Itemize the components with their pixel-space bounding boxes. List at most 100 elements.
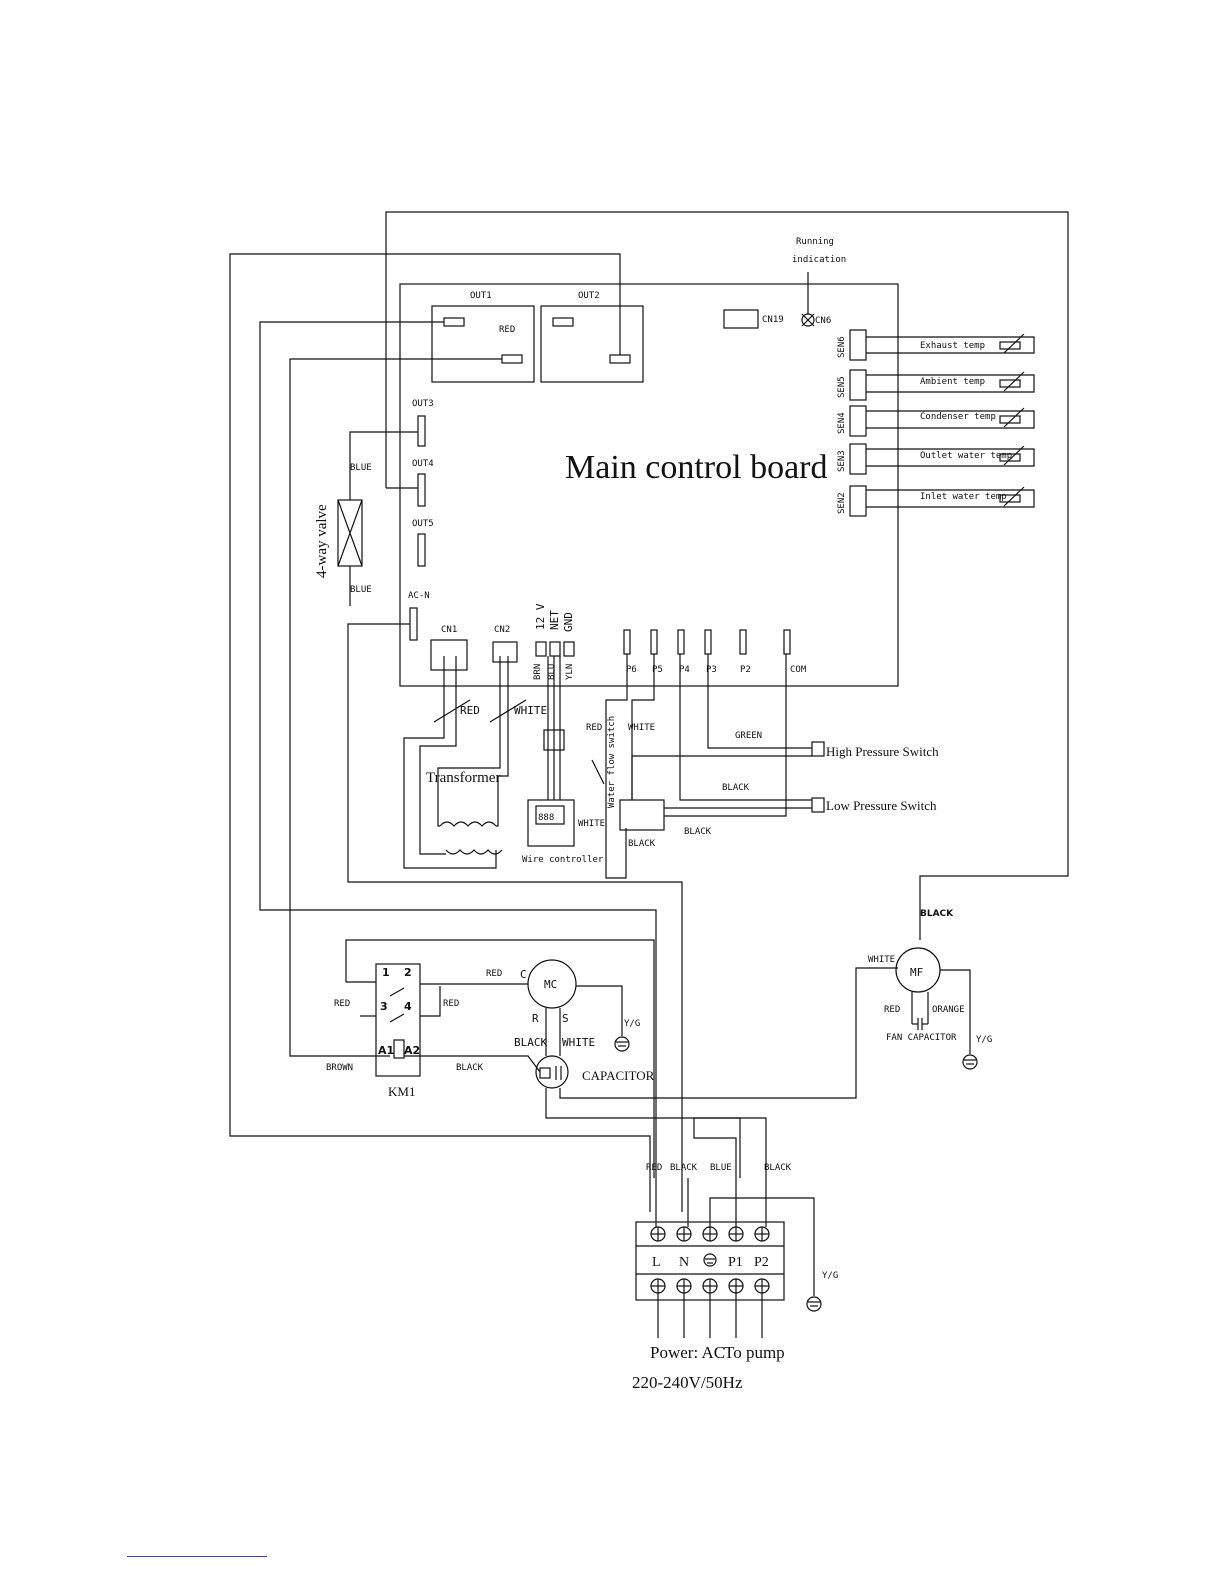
- out1-wire-red: RED: [499, 325, 515, 335]
- terminal-wire-black1: BLACK: [670, 1163, 698, 1173]
- out5-label: OUT5: [412, 519, 434, 529]
- contactor-wire-brown: BROWN: [326, 1063, 353, 1073]
- board-title: Main control board: [565, 449, 828, 486]
- fan-wire-white: WHITE: [868, 955, 895, 965]
- high-pressure-switch-icon: [811, 741, 825, 757]
- out2-terminal-a: [552, 317, 574, 327]
- terminal-l: L: [652, 1255, 661, 1270]
- out4-label: OUT4: [412, 459, 434, 469]
- compressor-c: C: [520, 968, 527, 981]
- conn-p6: P6: [626, 665, 637, 675]
- controller-connector: [543, 729, 565, 751]
- flow-switch-label: Water flow switch: [607, 716, 617, 808]
- cn19-connector: [723, 309, 759, 329]
- relay-block: [619, 799, 665, 831]
- compressor-capacitor-icon: [535, 1055, 569, 1089]
- contactor-wire-red-right: RED: [443, 999, 459, 1009]
- contactor-wire-black: BLACK: [456, 1063, 484, 1073]
- conn-gnd: GND: [562, 612, 575, 632]
- low-pressure-switch-icon: [811, 797, 825, 813]
- compressor-capacitor-label: CAPACITOR: [582, 1068, 655, 1083]
- out1-block: [431, 305, 535, 383]
- contactor-t2: 2: [404, 966, 412, 979]
- compressor-r: R: [532, 1012, 539, 1025]
- compressor-wire-black: BLACK: [514, 1036, 547, 1049]
- sensor-label-3: Outlet water temp: [920, 451, 1012, 461]
- contactor-wire-red-left: RED: [334, 999, 350, 1009]
- contactor-a1: A1: [378, 1044, 394, 1057]
- sensor-label-4: Inlet water temp: [920, 492, 1007, 502]
- footer-link-underline[interactable]: [127, 1556, 267, 1557]
- conn-net: NET: [548, 610, 561, 630]
- power-label: Power: AC: [650, 1343, 725, 1362]
- sensor-label-1: Ambient temp: [920, 377, 985, 387]
- pressure-wire-black2: BLACK: [684, 827, 712, 837]
- valve-wire-top: BLUE: [350, 463, 372, 473]
- conn-p2: P2: [740, 665, 751, 675]
- conn-blu: BLU: [547, 664, 557, 680]
- out4-terminal: [417, 473, 426, 507]
- transformer-wire-white: WHITE: [514, 704, 547, 717]
- fan-wire-orange: ORANGE: [932, 1005, 965, 1015]
- compressor-label: MC: [544, 978, 557, 991]
- cn2-connector: [492, 641, 518, 663]
- indicator-line1: Running: [796, 237, 834, 247]
- transformer-label: Transformer: [426, 770, 500, 786]
- out2-label: OUT2: [578, 291, 600, 301]
- terminal-wire-blue: BLUE: [710, 1163, 732, 1173]
- sensor-port-4: SEN2: [837, 492, 847, 514]
- terminal-n: N: [679, 1255, 689, 1270]
- cn6-label: CN6: [815, 316, 831, 326]
- sensor-label-0: Exhaust temp: [920, 341, 985, 351]
- compressor-icon: [527, 959, 577, 1009]
- contactor-label: KM1: [388, 1084, 415, 1099]
- sensor-port-0: SEN6: [837, 336, 847, 358]
- out2-block: [540, 305, 644, 383]
- cn19-label: CN19: [762, 315, 784, 325]
- pressure-wire-green: GREEN: [735, 731, 762, 741]
- out1-terminal-b: [501, 354, 523, 364]
- conn-p3: P3: [706, 665, 717, 675]
- compressor-ground-icon: [614, 1036, 630, 1052]
- fan-wire-black: BLACK: [920, 909, 954, 919]
- terminal-yg-ground-icon: [806, 1296, 822, 1312]
- out1-label: OUT1: [470, 291, 492, 301]
- sensor-port-1: SEN5: [837, 376, 847, 398]
- controller-wire-white: WHITE: [578, 819, 605, 829]
- compressor-wire-white: WHITE: [562, 1036, 595, 1049]
- valve-label: 4-way valve: [314, 504, 330, 578]
- transformer-wire-red: RED: [460, 704, 480, 717]
- contactor-t3: 3: [380, 1000, 388, 1013]
- terminal-wire-red: RED: [646, 1163, 662, 1173]
- fan-wire-red: RED: [884, 1005, 900, 1015]
- compressor-wire-red: RED: [486, 969, 502, 979]
- thermistor-icons: [999, 333, 1025, 507]
- fan-ground: Y/G: [976, 1035, 992, 1045]
- wire-controller-label: Wire controller: [522, 855, 604, 865]
- acn-terminal: [409, 607, 418, 641]
- sensor-block: [849, 329, 867, 517]
- indicator-line2: indication: [792, 255, 846, 265]
- cn1-label: CN1: [441, 625, 457, 635]
- compressor-s: S: [562, 1012, 569, 1025]
- out5-terminal: [417, 533, 426, 567]
- terminal-wire-black2: BLACK: [764, 1163, 792, 1173]
- sensor-wires: [866, 336, 1035, 508]
- flow-wire-white: WHITE: [628, 723, 655, 733]
- wire-controller-box: [527, 799, 575, 847]
- conn-p5: P5: [652, 665, 663, 675]
- controller-display: 888: [538, 813, 554, 823]
- valve-wire-bottom: BLUE: [350, 585, 372, 595]
- out2-terminal-b: [609, 354, 631, 364]
- terminal-ground-label: Y/G: [822, 1271, 838, 1281]
- contactor-t4: 4: [404, 1000, 412, 1013]
- sensor-port-3: SEN3: [837, 450, 847, 472]
- cn2-label: CN2: [494, 625, 510, 635]
- sensor-port-2: SEN4: [837, 412, 847, 434]
- low-pressure-label: Low Pressure Switch: [826, 798, 937, 813]
- flow-wire-red: RED: [586, 723, 602, 733]
- conn-12v: 12 V: [534, 603, 547, 630]
- cn1-connector: [430, 639, 468, 671]
- high-pressure-label: High Pressure Switch: [826, 744, 939, 759]
